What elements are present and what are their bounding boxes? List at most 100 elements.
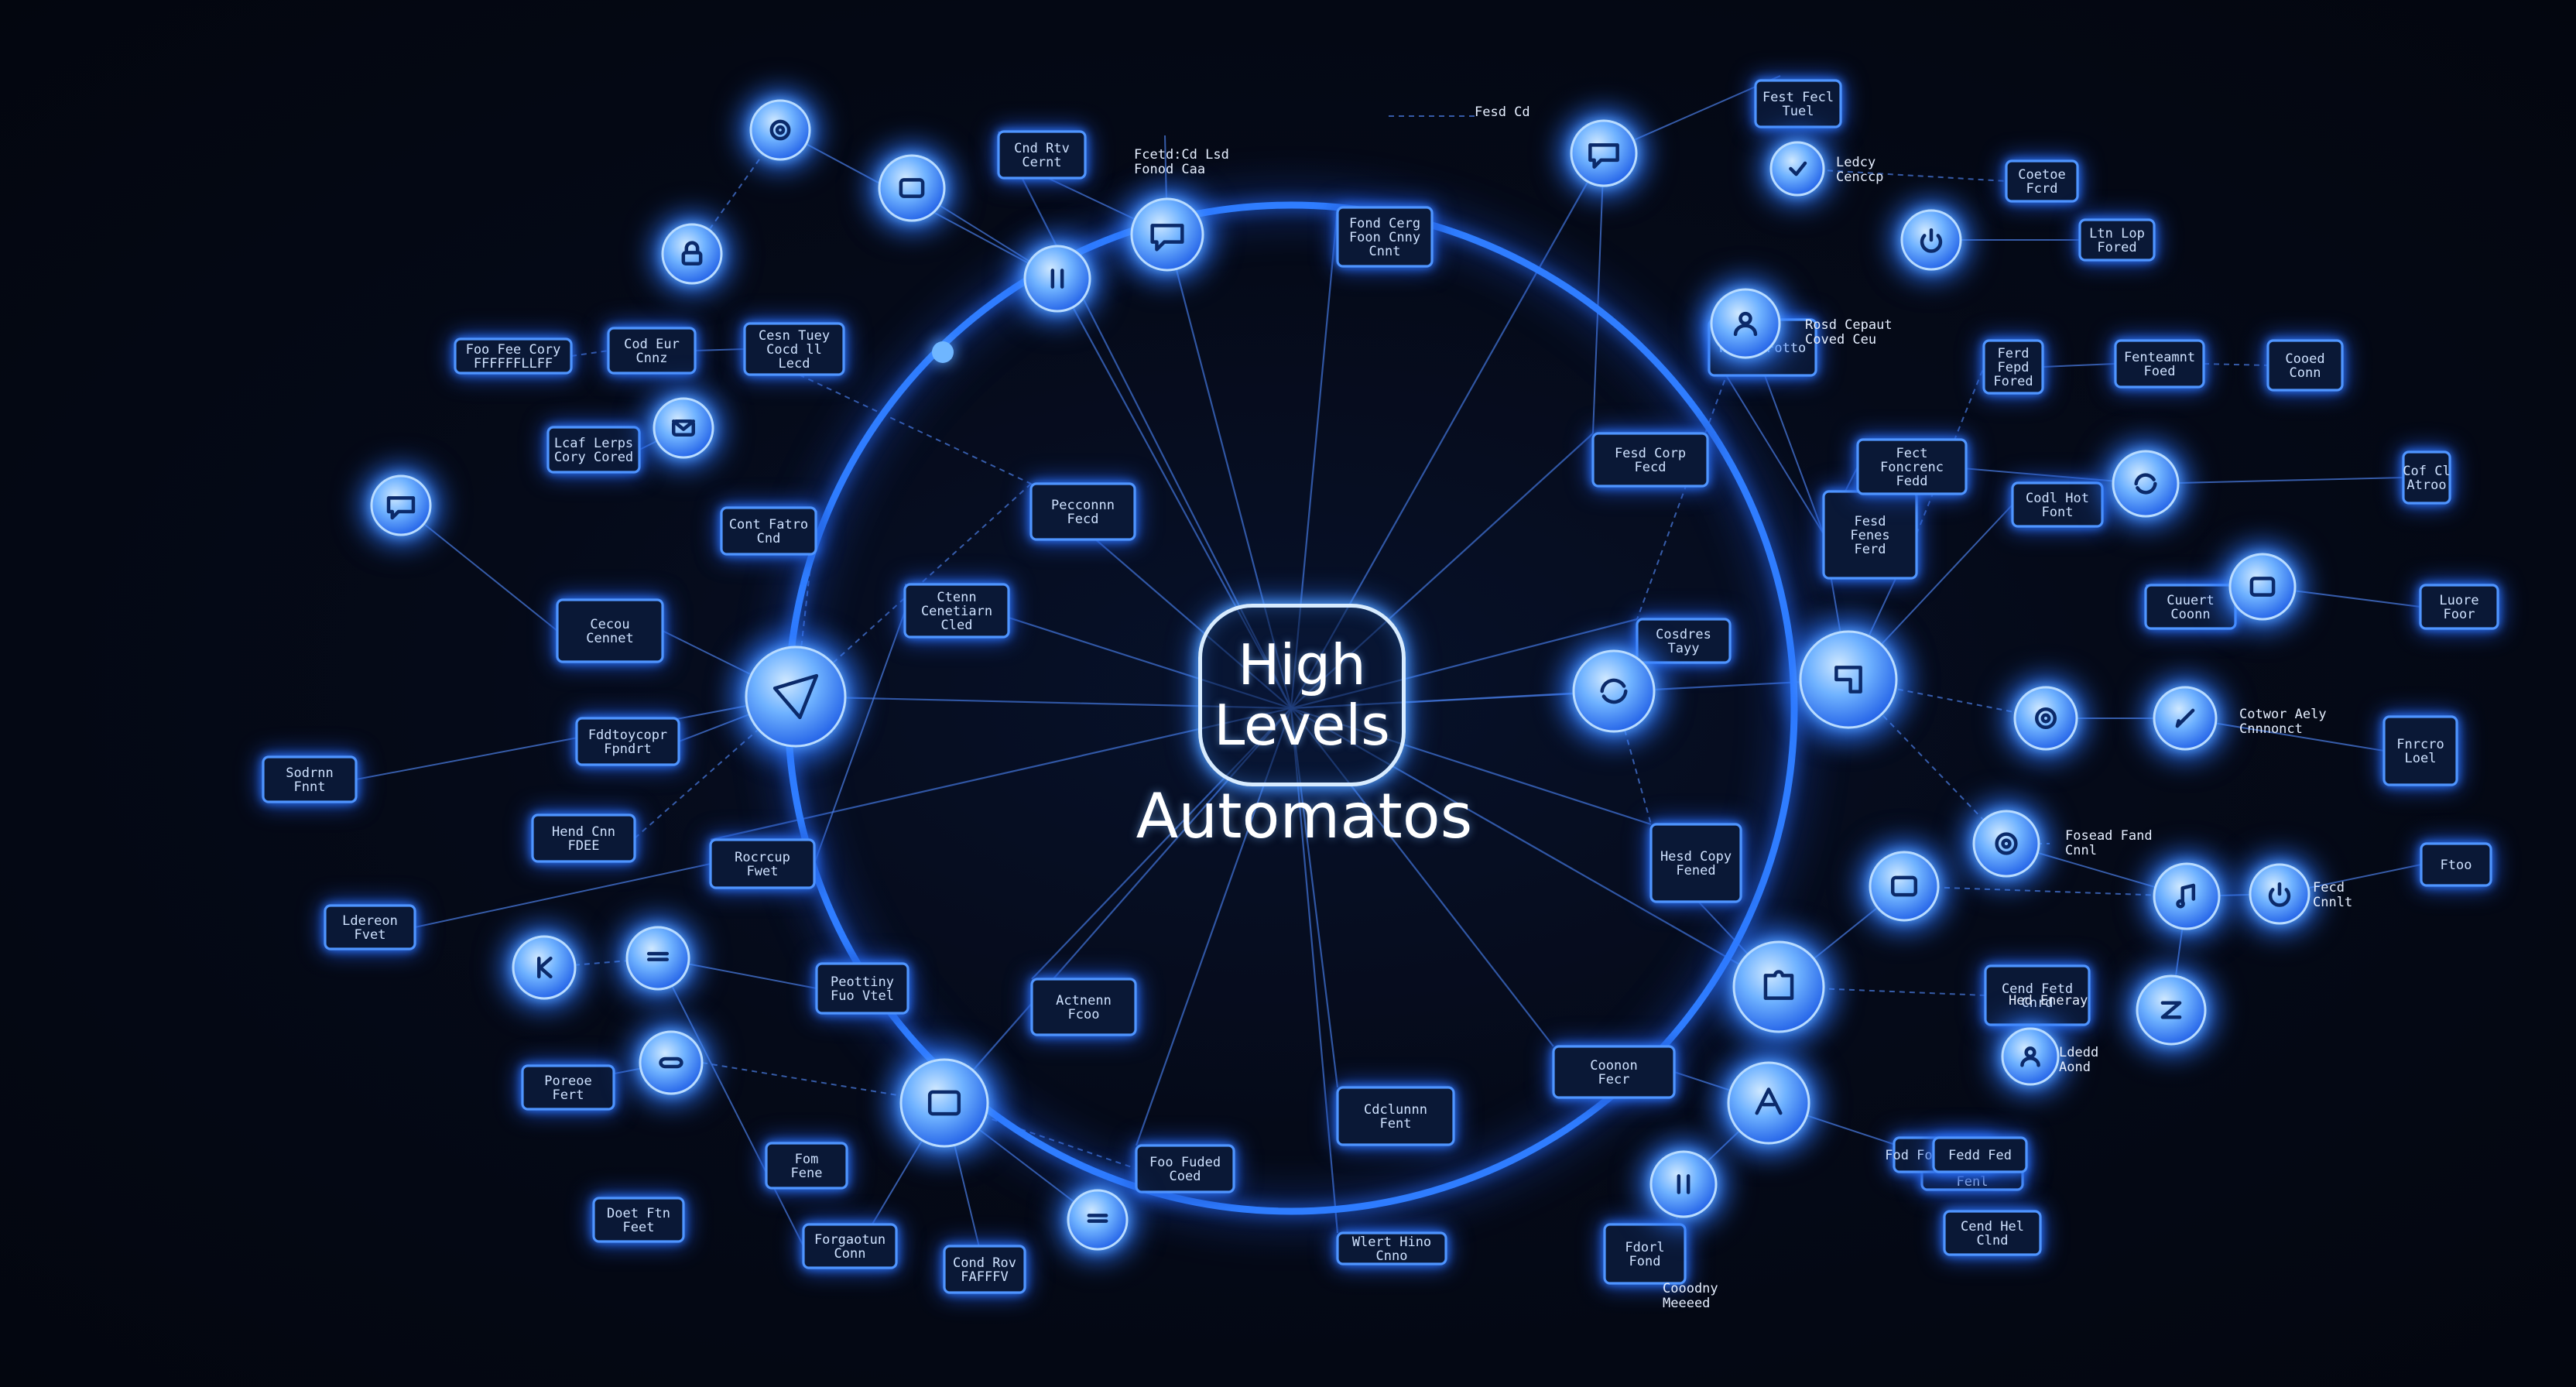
gear-icon-2[interactable]: [2004, 676, 2088, 760]
node-disc: [749, 99, 811, 161]
music-icon[interactable]: [2143, 852, 2231, 940]
robot-icon[interactable]: [1962, 800, 2050, 888]
globe-icon[interactable]: [1118, 186, 1216, 283]
box-node-label: Feet: [623, 1220, 655, 1235]
triangle-icon[interactable]: [1714, 1048, 1824, 1158]
box-node-label: Cocd ll: [766, 342, 822, 358]
database-icon[interactable]: [886, 1044, 1003, 1162]
lock-icon[interactable]: [652, 214, 732, 294]
box-node-frame: [1754, 79, 1842, 128]
pause-icon-2[interactable]: [1639, 1140, 1728, 1228]
folder-icon[interactable]: [1858, 840, 1951, 933]
box-node-frame: [1943, 1210, 2042, 1256]
share-icon[interactable]: [868, 144, 956, 232]
box-node[interactable]: Fedd Fed: [1932, 1136, 2028, 1173]
node-disc: [2013, 686, 2078, 751]
list-icon[interactable]: [1057, 1180, 1138, 1260]
check-icon[interactable]: [1762, 133, 1833, 204]
k-icon[interactable]: [502, 926, 586, 1009]
box-node-label: Fecr: [1598, 1072, 1630, 1087]
glyph-stroke: [769, 119, 791, 141]
menu-icon[interactable]: [616, 916, 700, 1000]
connector-line: [694, 348, 745, 351]
node-disc: [1130, 197, 1204, 272]
glyph-stroke: [671, 419, 696, 437]
box-node-frame: [1030, 978, 1137, 1036]
gear-icon[interactable]: [740, 90, 820, 170]
car-icon[interactable]: [629, 1021, 713, 1104]
send-icon[interactable]: [728, 629, 863, 764]
power-icon[interactable]: [1891, 200, 1971, 280]
z-icon[interactable]: [2125, 964, 2218, 1057]
cloud-icon[interactable]: [1560, 109, 1648, 197]
chat-icon[interactable]: [361, 465, 441, 546]
user-icon[interactable]: [1699, 277, 1792, 370]
pause-icon[interactable]: [1013, 235, 1101, 323]
external-label: Cnnnonct: [2239, 721, 2303, 737]
pen-icon[interactable]: [2143, 676, 2227, 760]
box-node-label: Hesd Copy: [1660, 849, 1732, 865]
box-node-label: Hend Cnn: [552, 824, 615, 840]
link-icon[interactable]: [2239, 854, 2320, 934]
box-node-frame: [546, 426, 641, 474]
box-node-frame: [2078, 218, 2156, 262]
minus-icon[interactable]: [2218, 543, 2307, 631]
box-node[interactable]: Ftoo: [2420, 842, 2492, 887]
node-disc: [1023, 245, 1091, 313]
key-icon[interactable]: [1783, 615, 1913, 745]
hand-icon[interactable]: [1992, 1019, 2068, 1094]
box-node-frame: [2114, 339, 2205, 389]
box-node-label: Cooed: [2285, 351, 2324, 367]
puzzle-icon[interactable]: [1718, 926, 1840, 1048]
external-label: Rosd Cepaut: [1805, 317, 1893, 333]
message-icon[interactable]: [643, 388, 724, 468]
refresh-icon[interactable]: [2102, 440, 2190, 528]
sync-icon[interactable]: [1559, 636, 1669, 746]
